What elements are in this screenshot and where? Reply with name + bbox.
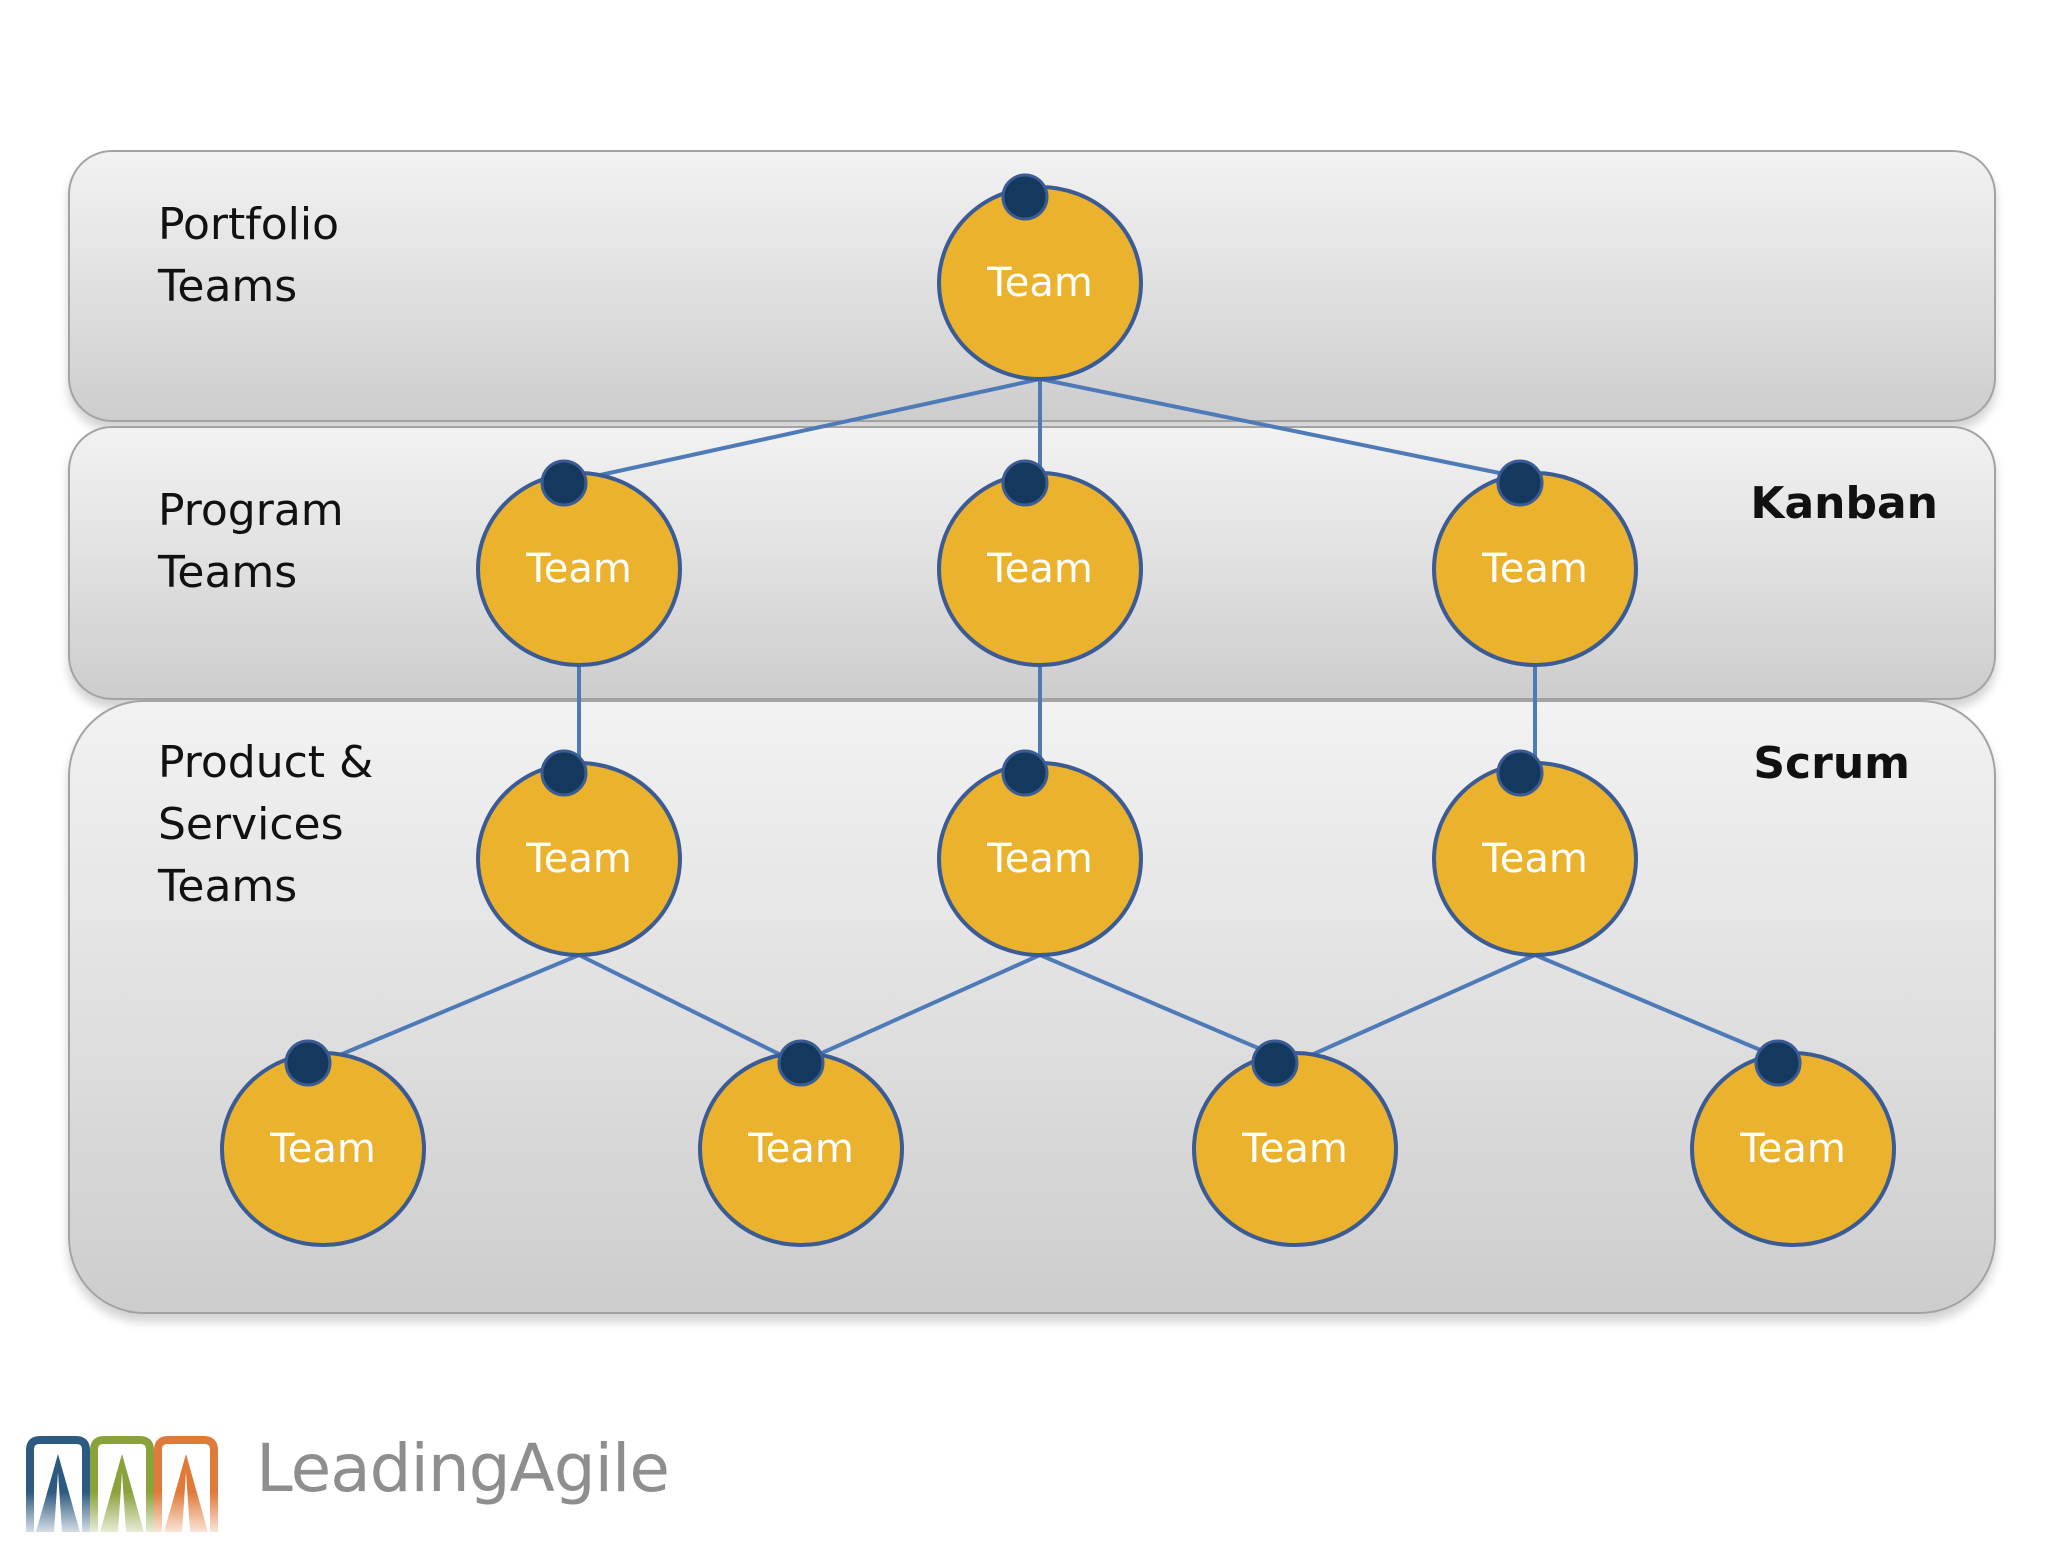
- edge-product-team-2-to-service-team-2: [812, 953, 1041, 1059]
- team-node-service-team-4: Team: [1690, 1039, 1896, 1247]
- team-label: Team: [1739, 1126, 1846, 1172]
- edge-portfolio-team-to-program-team-3: [1039, 377, 1520, 479]
- team-label: Team: [986, 260, 1093, 306]
- product-band-label: Product & Services Teams: [158, 737, 374, 912]
- logo-mark-icon: [26, 1436, 236, 1542]
- edge-product-team-1-to-service-team-1: [334, 953, 580, 1059]
- connector-dot-icon: [284, 1039, 332, 1087]
- team-label: Team: [986, 546, 1093, 592]
- team-label: Team: [269, 1126, 376, 1172]
- edge-product-team-2-to-service-team-3: [1039, 953, 1280, 1059]
- edges-group: [334, 377, 1778, 1059]
- team-label: Team: [525, 836, 632, 882]
- team-node-program-team-2: Team: [937, 459, 1143, 667]
- team-node-service-team-3: Team: [1192, 1039, 1398, 1247]
- team-node-program-team-3: Team: [1432, 459, 1638, 667]
- team-label: Team: [525, 546, 632, 592]
- edge-portfolio-team-to-program-team-1: [590, 377, 1041, 479]
- connector-dot-icon: [1496, 459, 1544, 507]
- program-band-label: Program Teams: [158, 485, 344, 598]
- team-node-service-team-1: Team: [220, 1039, 426, 1247]
- connector-dot-icon: [1001, 173, 1049, 221]
- team-node-service-team-2: Team: [698, 1039, 904, 1247]
- team-node-program-team-1: Team: [476, 459, 682, 667]
- portfolio-band-label: Portfolio Teams: [158, 199, 340, 312]
- connector-dot-icon: [1754, 1039, 1802, 1087]
- connector-dot-icon: [1001, 749, 1049, 797]
- team-label: Team: [747, 1126, 854, 1172]
- kanban-label: Kanban: [1750, 478, 1938, 529]
- edge-product-team-3-to-service-team-3: [1306, 953, 1536, 1059]
- connector-dot-icon: [1496, 749, 1544, 797]
- team-node-product-team-2: Team: [937, 749, 1143, 957]
- connector-dot-icon: [540, 749, 588, 797]
- connector-dot-icon: [1001, 459, 1049, 507]
- team-node-product-team-3: Team: [1432, 749, 1638, 957]
- connector-dot-icon: [540, 459, 588, 507]
- leadingagile-logo: LeadingAgile: [26, 1430, 670, 1542]
- edge-product-team-3-to-service-team-4: [1534, 953, 1778, 1059]
- team-node-product-team-1: Team: [476, 749, 682, 957]
- connector-dot-icon: [1251, 1039, 1299, 1087]
- scrum-label: Scrum: [1753, 738, 1910, 789]
- team-label: Team: [1481, 836, 1588, 882]
- team-label: Team: [986, 836, 1093, 882]
- team-node-portfolio-team: Team: [937, 173, 1143, 381]
- team-label: Team: [1481, 546, 1588, 592]
- team-label: Team: [1241, 1126, 1348, 1172]
- edge-product-team-1-to-service-team-2: [578, 953, 786, 1059]
- logo-text: LeadingAgile: [256, 1430, 670, 1507]
- connector-dot-icon: [777, 1039, 825, 1087]
